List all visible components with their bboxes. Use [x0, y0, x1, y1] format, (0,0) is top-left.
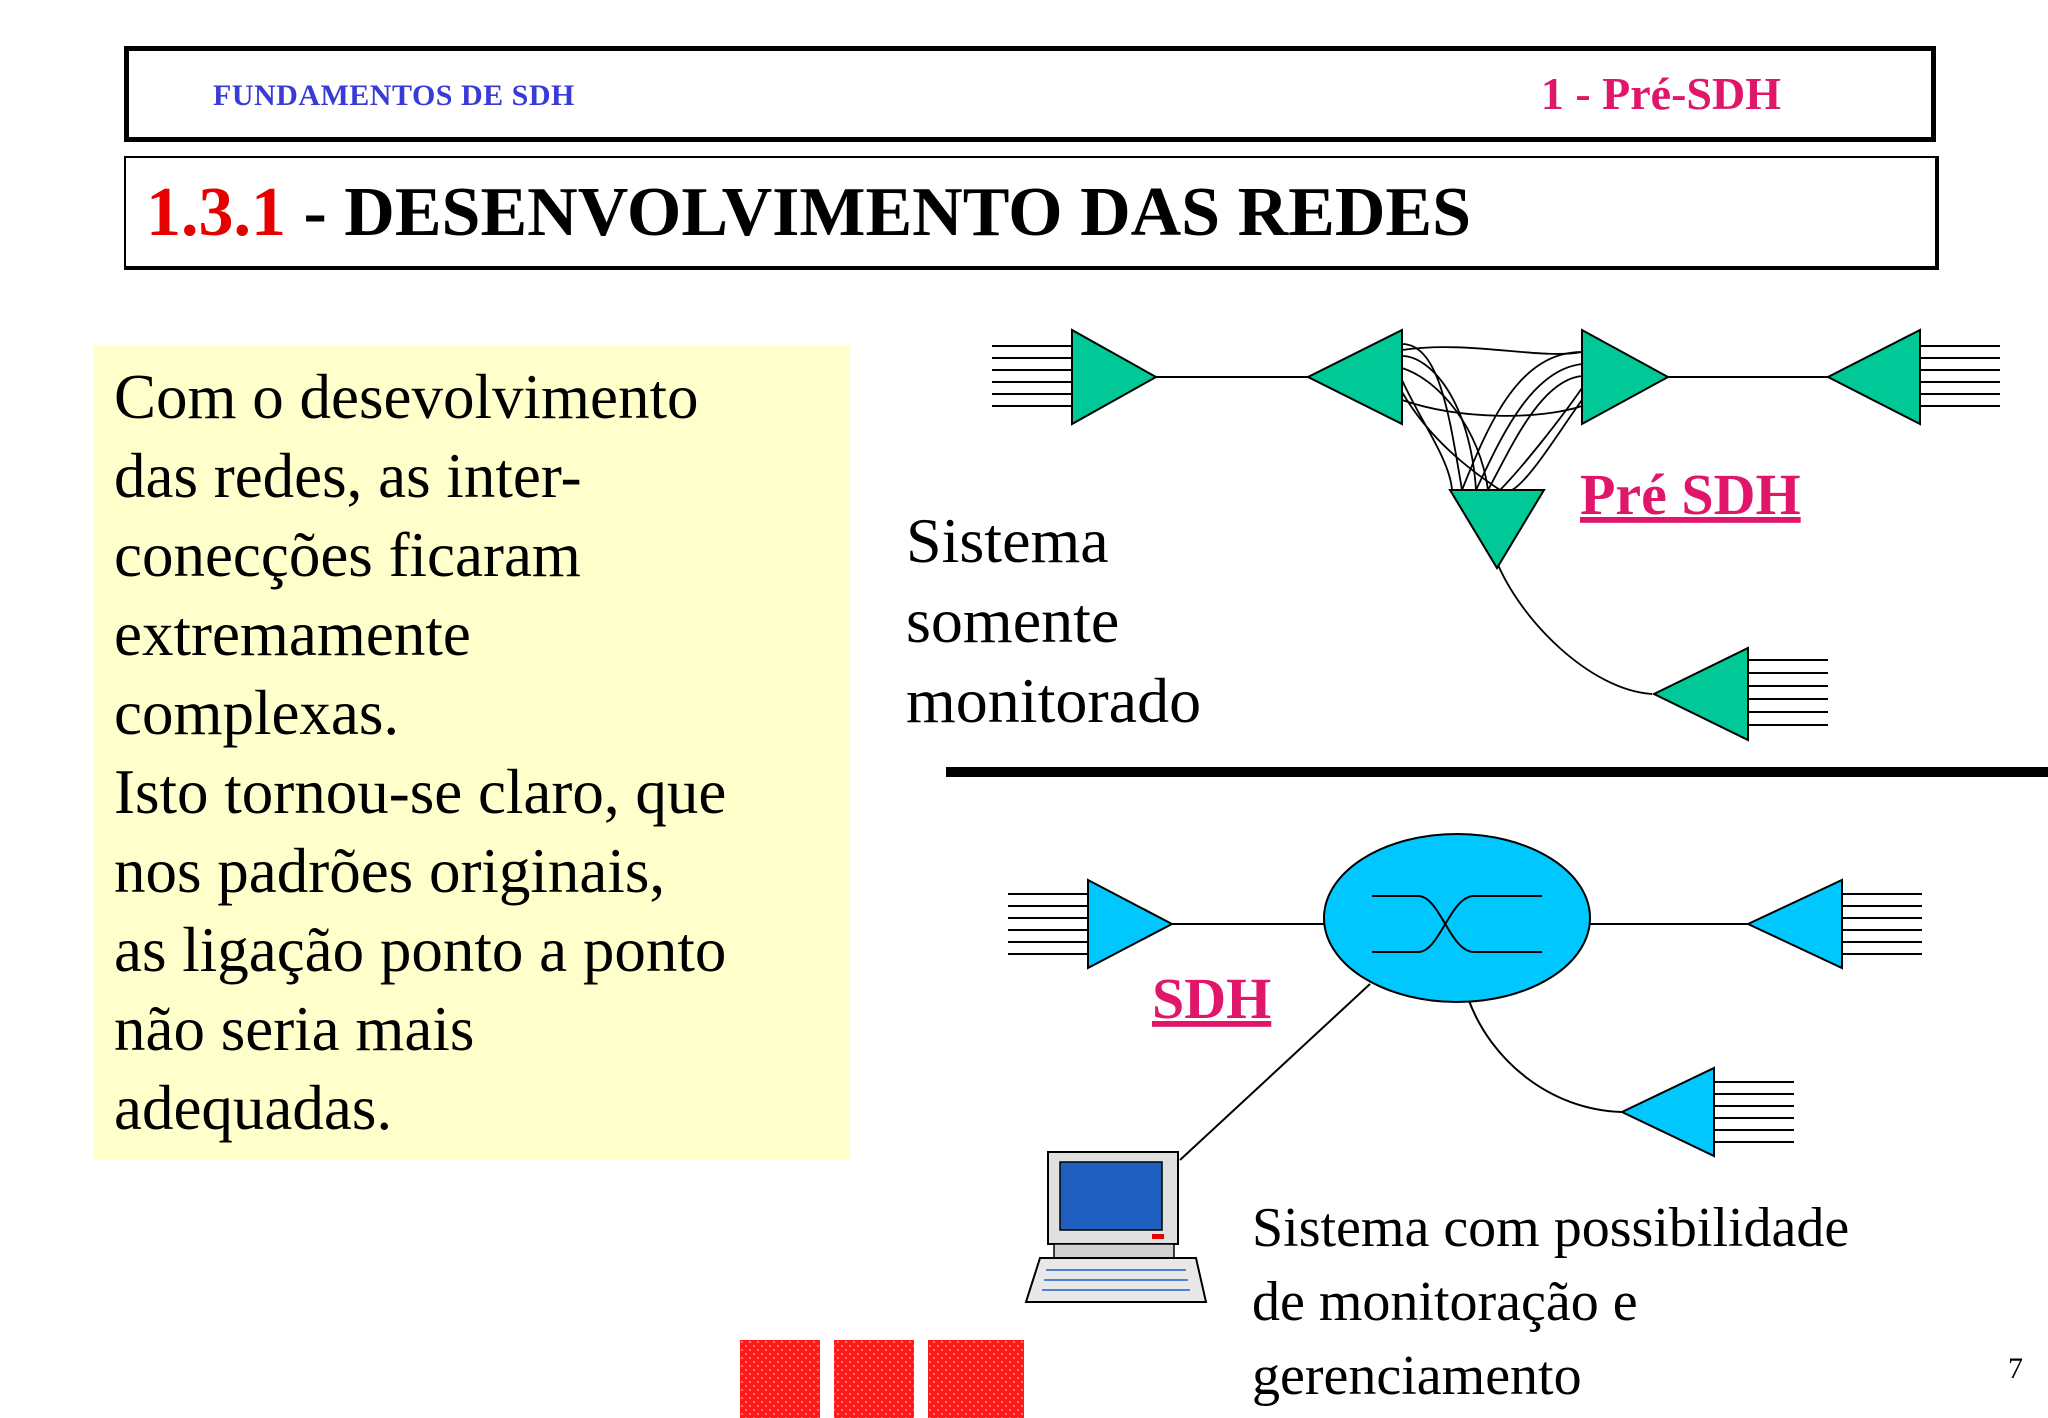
text-line: as ligação ponto a ponto — [114, 915, 727, 985]
text-line: complexas. — [114, 678, 400, 748]
text-line: conecções ficaram — [114, 520, 581, 590]
text-line: das redes, as inter- — [114, 441, 582, 511]
pre-sdh-node-2 — [1305, 328, 1403, 426]
pre-sdh-node-3 — [1581, 328, 1671, 426]
sdh-management-link — [1179, 983, 1371, 1161]
sdh-tributaries-drop — [1714, 1081, 1794, 1143]
section-number: 1.3.1 — [146, 174, 286, 251]
section-title: 1.3.1 - DESENVOLVIMENTO DAS REDES — [146, 178, 1471, 248]
pre-sdh-caption-line: somente — [906, 585, 1119, 656]
text-line: não seria mais — [114, 994, 475, 1064]
pre-sdh-interconnections — [1401, 343, 1653, 695]
header-box: FUNDAMENTOS DE SDH 1 - Pré-SDH — [124, 46, 1936, 142]
chapter-title: 1 - Pré-SDH — [1540, 68, 1781, 119]
pre-sdh-label: Pré SDH — [1580, 462, 1801, 527]
pre-sdh-node-5 — [1448, 489, 1546, 570]
course-title: FUNDAMENTOS DE SDH — [213, 79, 575, 112]
pre-sdh-tributaries-4 — [1920, 345, 2000, 407]
sdh-caption-line: Sistema com possibilidade — [1252, 1197, 1849, 1259]
sdh-node-drop — [1619, 1066, 1715, 1158]
computer-terminal-icon — [1024, 1151, 1208, 1303]
page-number: 7 — [2008, 1352, 2023, 1385]
text-line: adequadas. — [114, 1073, 393, 1143]
pre-sdh-network — [992, 343, 2000, 726]
text-line: nos padrões originais, — [114, 836, 666, 906]
section-title-box: 1.3.1 - DESENVOLVIMENTO DAS REDES — [124, 156, 1939, 270]
sdh-network — [1008, 893, 1922, 1161]
pre-sdh-tributaries-6 — [1748, 659, 1828, 726]
explanation-text-box: Com o desevolvimento das redes, as inter… — [94, 346, 850, 1160]
sdh-node-right — [1745, 878, 1843, 970]
pre-sdh-node-1 — [1071, 328, 1159, 426]
sdh-caption-line: gerenciamento — [1252, 1345, 1582, 1407]
logo-squares — [740, 1340, 1024, 1418]
text-line: Com o desevolvimento — [114, 362, 699, 432]
text-line: Isto tornou-se claro, que — [114, 757, 727, 827]
pre-sdh-caption-line: Sistema — [906, 505, 1109, 576]
sdh-drop-cable — [1467, 997, 1623, 1113]
pre-sdh-node-6 — [1651, 646, 1749, 742]
pre-sdh-caption-line: monitorado — [906, 665, 1201, 736]
sdh-cross-connect — [1323, 833, 1591, 1003]
sdh-node-left — [1087, 878, 1175, 970]
sdh-tributaries-right — [1842, 893, 1922, 955]
pre-sdh-tributaries-1 — [992, 345, 1072, 407]
text-line: extremamente — [114, 599, 471, 669]
sdh-tributaries-left — [1008, 893, 1088, 955]
sdh-label: SDH — [1152, 966, 1271, 1031]
section-divider — [946, 767, 2048, 777]
sdh-caption-line: de monitoração e — [1252, 1271, 1638, 1333]
section-title-text: - DESENVOLVIMENTO DAS REDES — [286, 174, 1472, 251]
cross-connect-symbol — [1372, 895, 1542, 953]
pre-sdh-node-4 — [1825, 328, 1921, 426]
